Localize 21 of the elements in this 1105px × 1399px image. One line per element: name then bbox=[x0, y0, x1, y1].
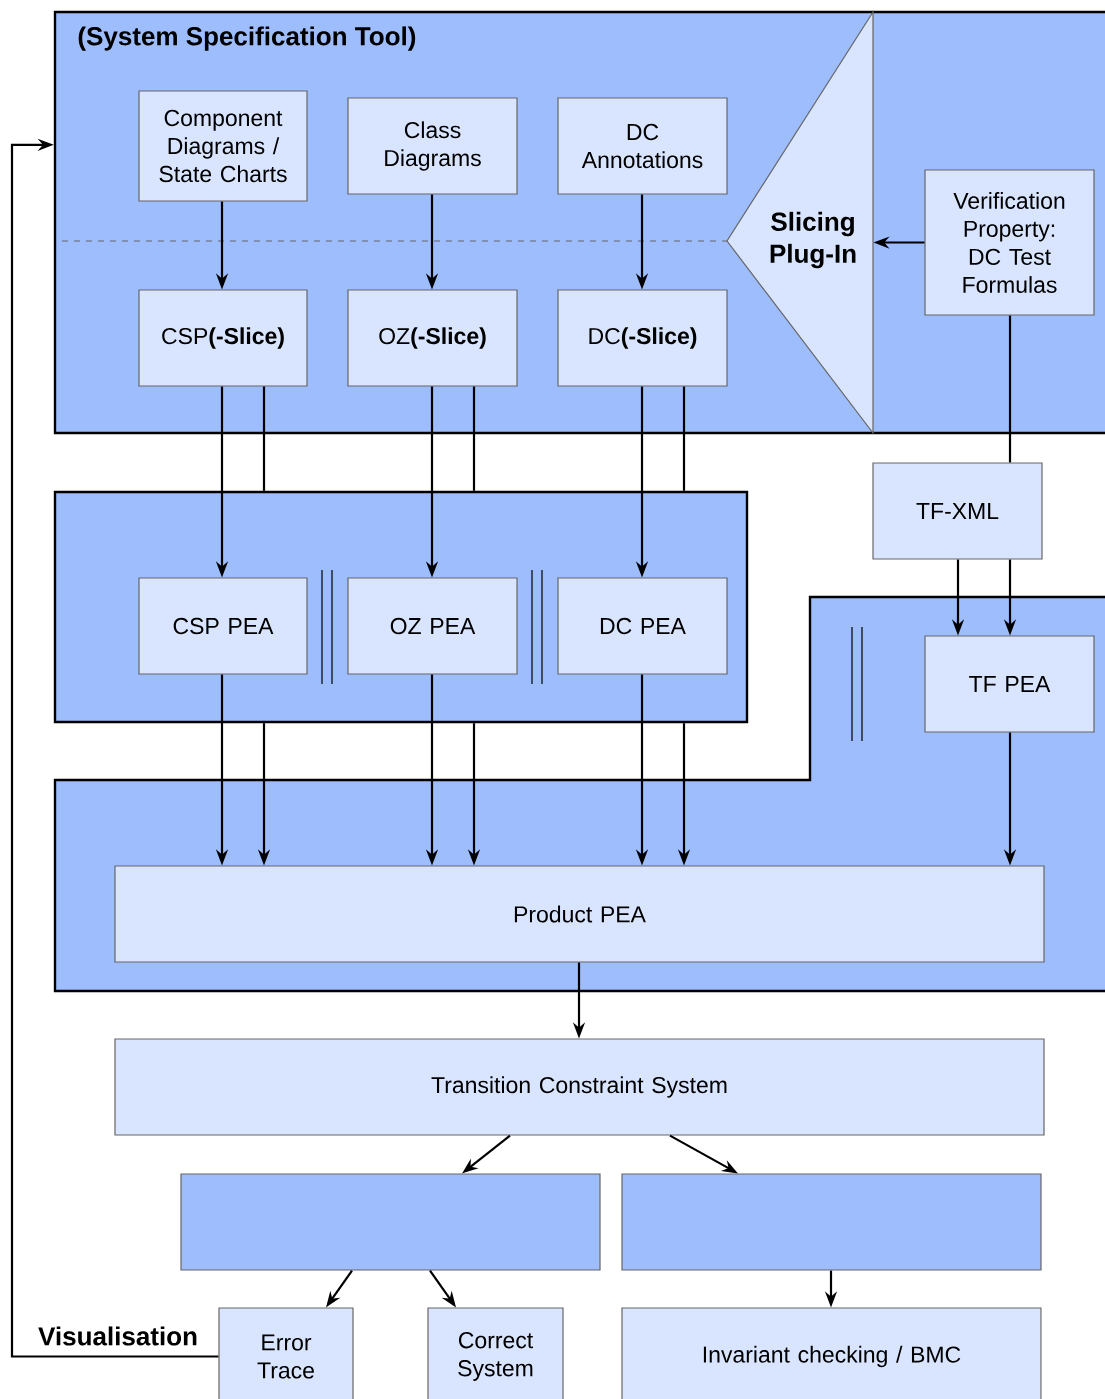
process-box: CSP PEA bbox=[138, 577, 308, 675]
process-box: Component Diagrams / State Charts bbox=[138, 90, 308, 202]
process-box: Transition Constraint System bbox=[114, 1038, 1045, 1136]
process-box: Invariant checking / BMC bbox=[621, 1307, 1042, 1399]
process-box: Error Trace bbox=[218, 1307, 354, 1399]
process-box bbox=[180, 1173, 601, 1271]
process-box: Verification Property: DC Test Formulas bbox=[924, 169, 1095, 316]
process-box: CSP(-Slice) bbox=[138, 289, 308, 387]
process-box: DC Annotations bbox=[557, 97, 728, 195]
process-box: TF-XML bbox=[872, 462, 1043, 560]
process-box: DC(-Slice) bbox=[557, 289, 728, 387]
arrow bbox=[10, 138, 219, 1358]
process-box: Class Diagrams bbox=[347, 97, 518, 195]
process-box: Correct System bbox=[427, 1307, 564, 1399]
process-box: DC PEA bbox=[557, 577, 728, 675]
process-box: TF PEA bbox=[924, 635, 1095, 733]
edge-label: Visualisation bbox=[36, 1324, 200, 1348]
process-box: Product PEA bbox=[114, 865, 1045, 963]
process-box: OZ PEA bbox=[347, 577, 518, 675]
process-box bbox=[621, 1173, 1042, 1271]
process-box: OZ(-Slice) bbox=[347, 289, 518, 387]
